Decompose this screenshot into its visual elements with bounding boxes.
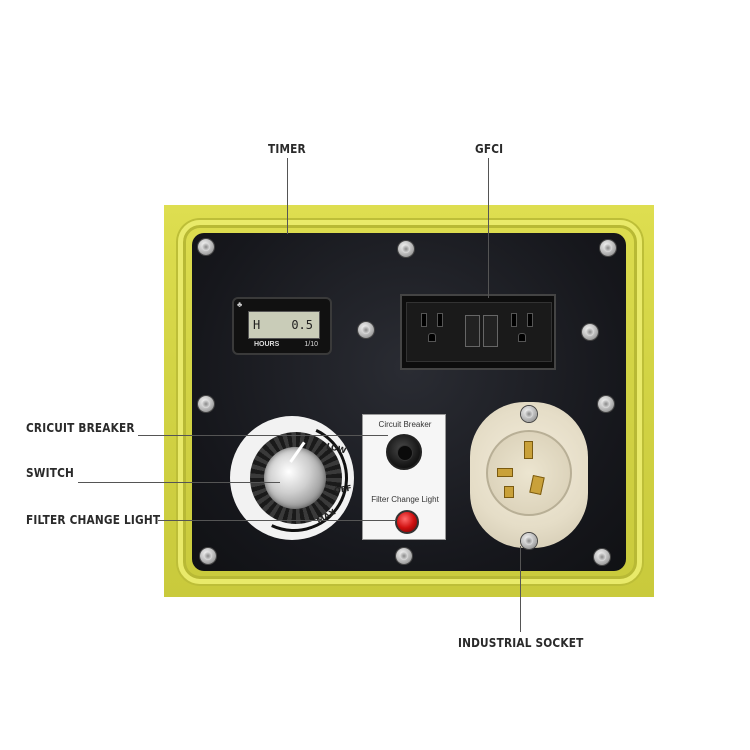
- screw-icon: [198, 239, 214, 255]
- outlet-slot: [437, 313, 443, 327]
- screw-icon: [398, 241, 414, 257]
- screw-icon: [396, 548, 412, 564]
- screw-icon: [198, 396, 214, 412]
- meter-logo-icon: ♣: [237, 300, 243, 309]
- gfci-outlet: [400, 294, 556, 370]
- circuit-breaker-label: CRICUIT BREAKER: [26, 421, 135, 435]
- screw-icon: [200, 548, 216, 564]
- gfci-label: GFCI: [475, 142, 504, 156]
- hour-meter-display: H 0.5: [248, 311, 320, 339]
- screw-icon: [358, 322, 374, 338]
- screw-icon: [521, 406, 537, 422]
- outlet-slot: [511, 313, 517, 327]
- timer-leader-line: [287, 158, 288, 234]
- gfci-leader-line: [488, 158, 489, 298]
- industrial-socket-label: INDUSTRIAL SOCKET: [458, 636, 584, 650]
- gfci-test-button[interactable]: [465, 315, 480, 347]
- hour-meter-value: 0.5: [291, 318, 313, 332]
- screw-icon: [594, 549, 610, 565]
- screw-icon: [600, 240, 616, 256]
- filter-change-indicator: [395, 510, 419, 534]
- screw-icon: [598, 396, 614, 412]
- socket-prong: [524, 441, 533, 459]
- circuit-breaker-button[interactable]: [386, 434, 422, 470]
- switch-leader-line: [78, 482, 280, 483]
- outlet-ground-slot: [518, 333, 526, 342]
- light-label: Filter Change Light: [371, 495, 439, 504]
- hour-meter-h-mark: H: [253, 318, 261, 332]
- breaker-leader-line: [138, 435, 388, 436]
- filter-change-light-label: FILTER CHANGE LIGHT: [26, 513, 161, 527]
- switch-label: SWITCH: [26, 466, 75, 480]
- screw-icon: [582, 324, 598, 340]
- hour-meter-scale: 1/10: [304, 341, 318, 348]
- hour-meter: ♣ H 0.5 HOURS 1/10: [232, 297, 332, 355]
- hour-meter-units: HOURS: [254, 341, 280, 348]
- socket-leader-line: [520, 546, 521, 632]
- light-leader-line: [158, 520, 396, 521]
- frame-ridge: [178, 220, 642, 584]
- outlet-ground-slot: [428, 333, 436, 342]
- gfci-reset-button[interactable]: [483, 315, 498, 347]
- socket-prong: [504, 486, 514, 498]
- gfci-face: [406, 302, 552, 362]
- timer-label: TIMER: [268, 142, 306, 156]
- socket-prong: [497, 468, 513, 477]
- outlet-slot: [527, 313, 533, 327]
- screw-icon: [521, 533, 537, 549]
- outlet-slot: [421, 313, 427, 327]
- breaker-label: Circuit Breaker: [378, 420, 432, 429]
